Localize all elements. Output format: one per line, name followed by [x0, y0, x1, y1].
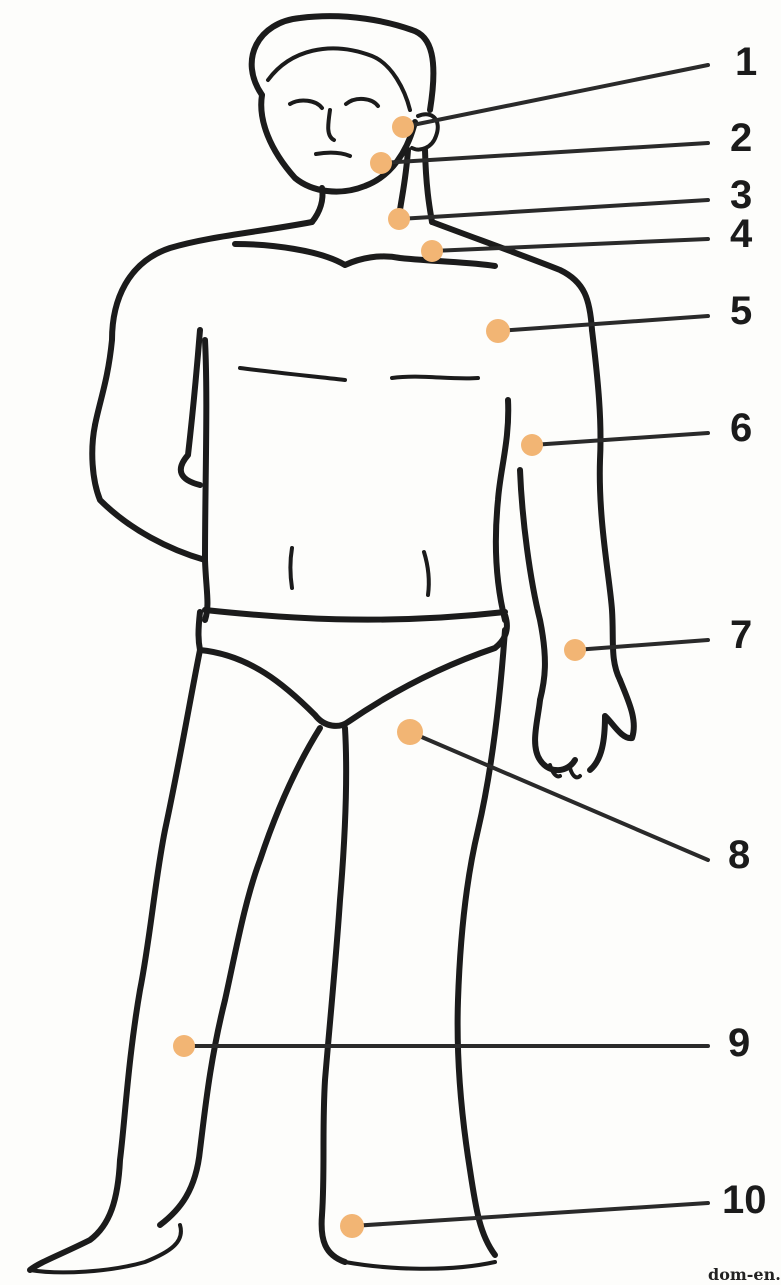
point-label-7: 7: [730, 613, 752, 657]
point-marker-1: [392, 116, 414, 138]
point-marker-8: [397, 719, 423, 745]
point-label-10: 10: [722, 1178, 767, 1222]
point-marker-3: [388, 208, 410, 230]
point-marker-4: [421, 240, 443, 262]
leader-line-7: [575, 640, 708, 650]
leader-line-10: [352, 1203, 708, 1226]
leader-line-6: [532, 433, 708, 445]
leader-line-4: [432, 239, 708, 251]
point-label-2: 2: [730, 116, 752, 160]
point-marker-2: [370, 152, 392, 174]
point-marker-7: [564, 639, 586, 661]
marked-points: [173, 116, 586, 1238]
point-label-5: 5: [730, 289, 752, 333]
point-label-8: 8: [728, 833, 750, 877]
point-marker-6: [521, 434, 543, 456]
point-label-1: 1: [735, 40, 757, 84]
point-marker-9: [173, 1035, 195, 1057]
point-label-6: 6: [730, 406, 752, 450]
leader-line-5: [498, 316, 708, 331]
leader-line-3: [399, 200, 708, 219]
point-marker-10: [340, 1214, 364, 1238]
leader-line-8: [410, 732, 708, 860]
human-figure-outline: [30, 16, 634, 1272]
leader-lines: [184, 65, 708, 1226]
point-label-9: 9: [728, 1021, 750, 1065]
point-labels: 1 2 34 5 6 7 8 9 10: [722, 40, 767, 1222]
point-label-3: 3: [730, 173, 752, 217]
point-marker-5: [486, 319, 510, 343]
leader-line-1: [403, 65, 708, 127]
point-label-4: 4: [730, 212, 753, 256]
watermark-text: dom-en.: [708, 1265, 781, 1284]
